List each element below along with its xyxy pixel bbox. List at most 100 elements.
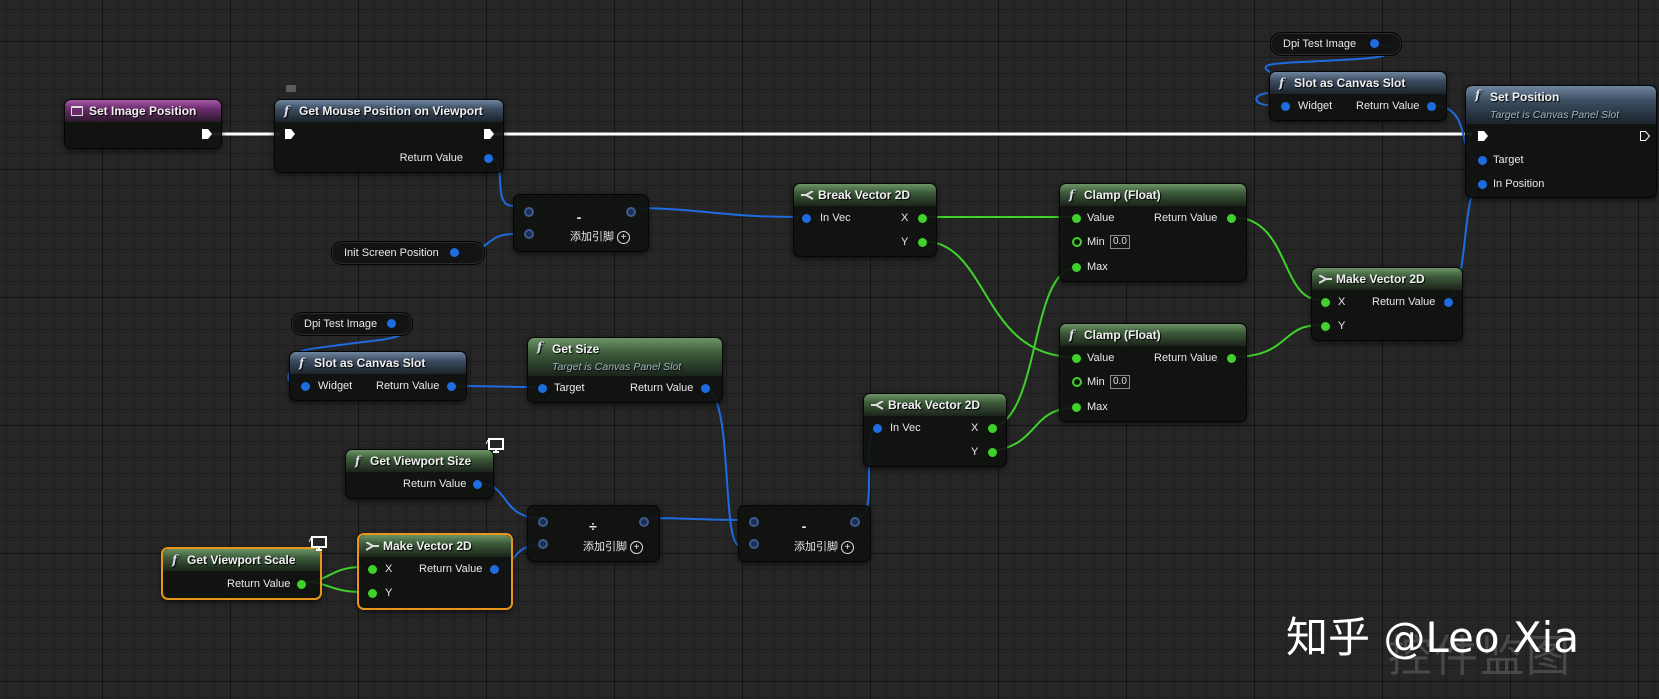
var-init-screen-position[interactable]: Init Screen Position (331, 241, 485, 265)
node-title: Make Vector 2D (1336, 272, 1425, 286)
node-title: Slot as Canvas Slot (314, 356, 426, 370)
node-set-image-position[interactable]: Set Image Position (64, 99, 222, 149)
return-value-pin[interactable] (1227, 354, 1236, 363)
operator-result-pin[interactable] (626, 207, 636, 217)
comment-bubble-icon[interactable] (286, 85, 296, 92)
x-in-pin[interactable] (368, 565, 377, 574)
operand-a-pin[interactable] (749, 517, 759, 527)
return-value-pin[interactable] (1427, 102, 1436, 111)
in-vec-pin[interactable] (802, 214, 811, 223)
x-out-pin[interactable] (988, 424, 997, 433)
node-subtract-1[interactable]: - 添加引脚+ (513, 194, 649, 252)
function-icon: f (1069, 188, 1075, 202)
max-label: Max (1087, 261, 1108, 273)
return-value-pin[interactable] (1227, 214, 1236, 223)
x-in-pin[interactable] (1321, 298, 1330, 307)
min-pin[interactable] (1072, 377, 1082, 387)
x-label: X (385, 563, 393, 575)
in-position-label: In Position (1493, 178, 1545, 190)
return-value-pin[interactable] (473, 480, 482, 489)
var-output-pin[interactable] (1370, 39, 1379, 48)
value-pin[interactable] (1072, 214, 1081, 223)
widget-pin[interactable] (1281, 102, 1290, 111)
node-title: Get Size (552, 342, 600, 356)
value-label: Value (1087, 212, 1115, 224)
max-label: Max (1087, 401, 1108, 413)
node-break-vector-1[interactable]: Break Vector 2D In Vec X Y (793, 183, 937, 257)
object-wire (1255, 92, 1269, 106)
y-label: Y (971, 446, 979, 458)
y-label: Y (1338, 320, 1346, 332)
var-output-pin[interactable] (387, 319, 396, 328)
value-pin[interactable] (1072, 354, 1081, 363)
max-pin[interactable] (1072, 263, 1081, 272)
return-value-label: Return Value (227, 578, 291, 590)
x-out-pin[interactable] (918, 214, 927, 223)
in-vec-pin[interactable] (873, 424, 882, 433)
node-make-vector-1[interactable]: Make Vector 2D X Return Value Y (1311, 267, 1463, 341)
min-label: Min (1087, 236, 1105, 248)
operand-a-pin[interactable] (524, 207, 534, 217)
y-label: Y (385, 587, 393, 599)
node-break-vector-2[interactable]: Break Vector 2D In Vec X Y (863, 393, 1007, 467)
y-in-pin[interactable] (1321, 322, 1330, 331)
in-position-pin[interactable] (1478, 180, 1487, 189)
return-value-pin[interactable] (1444, 298, 1453, 307)
widget-pin[interactable] (301, 382, 310, 391)
operand-a-pin[interactable] (538, 517, 548, 527)
add-pin-button[interactable]: 添加引脚+ (794, 538, 854, 554)
y-out-pin[interactable] (988, 448, 997, 457)
value-label: Value (1087, 352, 1115, 364)
operand-b-pin[interactable] (524, 229, 534, 239)
widget-label: Widget (318, 380, 353, 392)
exec-in-pin[interactable] (1478, 131, 1488, 141)
exec-out-pin[interactable] (202, 129, 212, 139)
return-value-pin[interactable] (447, 382, 456, 391)
exec-out-pin[interactable] (484, 129, 494, 139)
operand-b-pin[interactable] (749, 539, 759, 549)
exec-in-pin[interactable] (285, 129, 295, 139)
min-value-input[interactable]: 0.0 (1110, 235, 1130, 249)
return-value-label: Return Value (1154, 212, 1218, 224)
node-divide[interactable]: ÷ 添加引脚+ (527, 505, 660, 562)
return-value-pin[interactable] (490, 565, 499, 574)
max-pin[interactable] (1072, 403, 1081, 412)
return-value-pin[interactable] (297, 580, 306, 589)
target-pin[interactable] (538, 384, 547, 393)
function-icon: f (1475, 88, 1481, 102)
break-struct-icon (871, 401, 884, 410)
y-out-pin[interactable] (918, 238, 927, 247)
y-in-pin[interactable] (368, 589, 377, 598)
var-label: Init Screen Position (344, 247, 439, 259)
var-output-pin[interactable] (450, 248, 459, 257)
node-subtract-2[interactable]: - 添加引脚+ (738, 505, 871, 562)
var-dpi-test-image-top[interactable]: Dpi Test Image (1270, 32, 1402, 56)
add-pin-button[interactable]: 添加引脚+ (570, 228, 630, 244)
var-dpi-test-image-mid[interactable]: Dpi Test Image (291, 312, 413, 336)
operator-result-pin[interactable] (639, 517, 649, 527)
node-make-vector-2[interactable]: Make Vector 2D X Return Value Y (357, 533, 513, 610)
min-value-input[interactable]: 0.0 (1110, 375, 1130, 389)
operator-result-pin[interactable] (850, 517, 860, 527)
return-value-label: Return Value (1154, 352, 1218, 364)
operand-b-pin[interactable] (538, 539, 548, 549)
exec-out-pin[interactable] (1640, 131, 1650, 141)
return-value-pin[interactable] (484, 154, 493, 163)
min-pin[interactable] (1072, 237, 1082, 247)
return-value-label: Return Value (630, 382, 694, 394)
add-pin-button[interactable]: 添加引脚+ (583, 538, 643, 554)
target-pin[interactable] (1478, 156, 1487, 165)
function-icon: f (1279, 76, 1285, 90)
return-value-pin[interactable] (701, 384, 710, 393)
y-label: Y (901, 236, 909, 248)
